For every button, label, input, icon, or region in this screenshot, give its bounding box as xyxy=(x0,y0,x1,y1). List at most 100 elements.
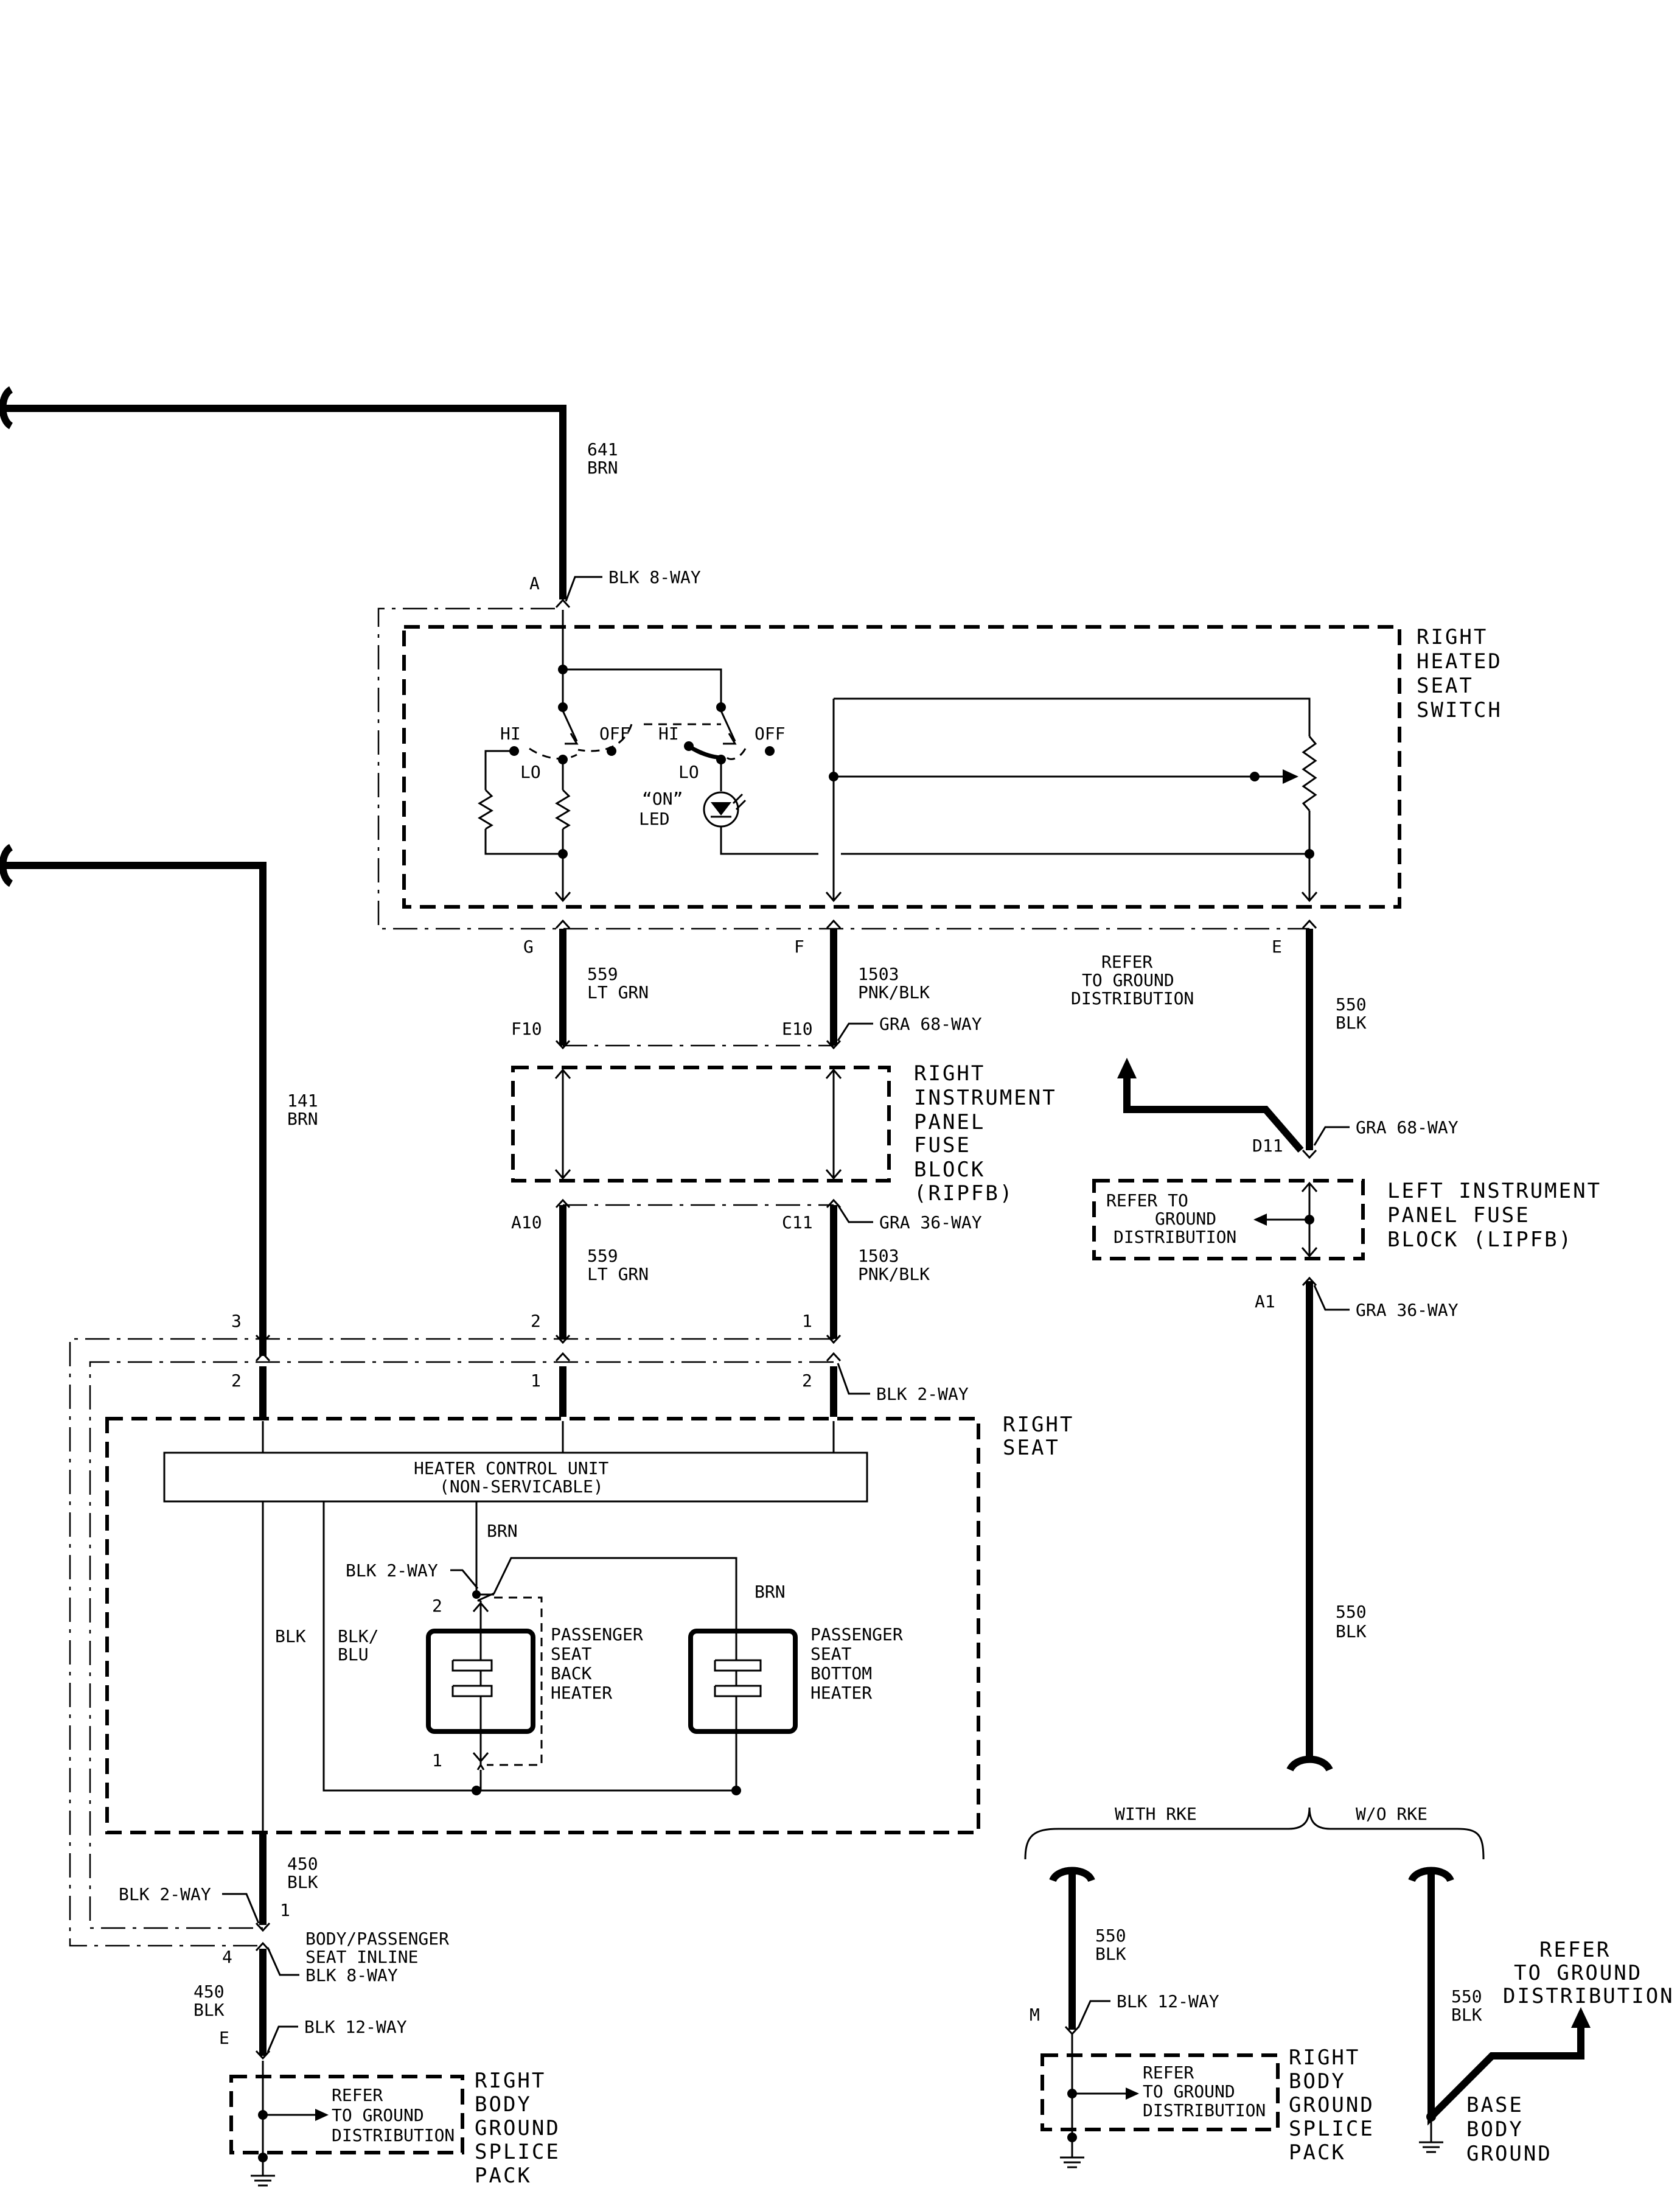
wire-with-rke-curl xyxy=(1049,1867,1095,1883)
outline-inline-8way xyxy=(69,1338,834,1947)
lipfb-internals xyxy=(1253,1181,1318,1258)
lipfb-name-1: LEFT INSTRUMENT xyxy=(1387,1179,1602,1203)
pin-f10: F10 xyxy=(511,1019,542,1039)
lipfb-name-2: PANEL FUSE xyxy=(1387,1203,1530,1228)
wire-550-worke-number: 550 xyxy=(1451,1986,1482,2007)
hcu-note: (NON-SERVICABLE) xyxy=(439,1476,604,1497)
refer-br-arrow xyxy=(1571,2007,1591,2028)
pin-m: M xyxy=(1030,2005,1040,2025)
wire-refer-top xyxy=(1123,1077,1304,1153)
rbg-name-5: PACK xyxy=(475,2164,532,2188)
base-ground-3: GROUND xyxy=(1466,2142,1552,2166)
leader-gra-36way-a xyxy=(837,1204,873,1223)
pin-2-d: 2 xyxy=(432,1596,442,1616)
connector-gra-36way-a: GRA 36-WAY xyxy=(879,1212,982,1232)
inline-name-3: BLK 8-WAY xyxy=(305,1965,398,1985)
refer-br-2: TO GROUND xyxy=(1514,1961,1642,1985)
pin-1-b: 1 xyxy=(531,1371,541,1391)
wire-blk-blu-2: BLU xyxy=(338,1644,369,1665)
pin-2-c: 2 xyxy=(802,1371,812,1391)
switch-name-3: SEAT xyxy=(1417,674,1474,698)
connector-blk-2way-a: BLK 2-WAY xyxy=(876,1384,969,1404)
wire-141 xyxy=(0,844,267,1356)
wire-blk-blu-1: BLK/ xyxy=(338,1626,378,1646)
rbg-refer-3: DISTRIBUTION xyxy=(332,2125,455,2145)
wire-141-color: BRN xyxy=(287,1109,318,1129)
wire-559-lower-color: LT GRN xyxy=(587,1264,649,1284)
switch-box xyxy=(402,625,1401,909)
refer-top-3: DISTRIBUTION xyxy=(1071,988,1194,1008)
seat-box xyxy=(105,1417,980,1834)
bottom-heater-1: PASSENGER xyxy=(810,1624,903,1644)
outline-8way-top xyxy=(377,607,1309,930)
rbg2-name-5: PACK xyxy=(1289,2140,1346,2165)
ripfb-name-6: (RIPFB) xyxy=(914,1181,1014,1206)
rbg2-name-2: BODY xyxy=(1289,2069,1346,2094)
lipfb-refer-2: GROUND xyxy=(1155,1209,1216,1229)
label-with-rke: WITH RKE xyxy=(1115,1804,1197,1824)
rbg2-refer-2: TO GROUND xyxy=(1143,2081,1235,2101)
pin-c11: C11 xyxy=(782,1212,813,1232)
switch-name-4: SWITCH xyxy=(1417,698,1502,722)
wire-550-lower-color: BLK xyxy=(1336,1621,1367,1641)
switch-name-2: HEATED xyxy=(1417,649,1502,674)
wire-550-upper-number: 550 xyxy=(1336,994,1367,1015)
wire-brn-top: BRN xyxy=(487,1521,518,1541)
wire-550-wo-rke xyxy=(1427,1873,1584,2126)
wire-550-upper-color: BLK xyxy=(1336,1013,1367,1033)
wire-550-lower-number: 550 xyxy=(1336,1602,1367,1622)
pin-a: A xyxy=(529,573,540,593)
bottom-heater-4: HEATER xyxy=(810,1683,872,1703)
rbg-refer-2: TO GROUND xyxy=(332,2105,424,2125)
rbg2-name-1: RIGHT xyxy=(1289,2046,1360,2070)
wire-550-rke-color: BLK xyxy=(1095,1944,1126,1964)
rbg2-name-4: SPLICE xyxy=(1289,2117,1375,2141)
leader-blk-2way-a xyxy=(837,1363,870,1395)
wire-559-lower-number: 559 xyxy=(587,1246,618,1266)
leader-gra-36way-b xyxy=(1313,1285,1350,1311)
pin-a10: A10 xyxy=(511,1212,542,1232)
seat-internals xyxy=(163,1421,868,1831)
leader-blk-2way-c xyxy=(222,1893,260,1924)
base-ground xyxy=(1419,2112,1443,2153)
rbg2-box xyxy=(1040,2053,1280,2131)
label-off-1: OFF xyxy=(599,724,630,744)
hcu-name: HEATER CONTROL UNIT xyxy=(414,1458,608,1478)
bottom-heater-2: SEAT xyxy=(810,1644,852,1664)
lipfb-refer-1: REFER TO xyxy=(1106,1190,1188,1211)
connector-blk-8way-top: BLK 8-WAY xyxy=(608,567,701,587)
label-on-led-1: “ON” xyxy=(642,789,683,809)
leader-blk-2way-b xyxy=(450,1569,479,1589)
ripfb-box xyxy=(511,1066,891,1183)
lipfb-refer-3: DISTRIBUTION xyxy=(1114,1227,1236,1247)
wire-141-number: 141 xyxy=(287,1091,318,1111)
right-seat-1: RIGHT xyxy=(1003,1413,1074,1437)
wire-559-upper-number: 559 xyxy=(587,964,618,984)
label-hi-2: HI xyxy=(658,724,679,744)
wire-blk: BLK xyxy=(275,1626,306,1646)
label-hi-1: HI xyxy=(500,724,521,744)
pin-4: 4 xyxy=(222,1947,232,1967)
right-seat-2: SEAT xyxy=(1003,1436,1060,1460)
rbg2-refer-1: REFER xyxy=(1143,2063,1194,2083)
rbg2-internals xyxy=(1060,2034,1139,2168)
wire-450-lower-color: BLK xyxy=(193,2000,225,2020)
ripfb-name-5: BLOCK xyxy=(914,1158,985,1182)
wire-450-lower-number: 450 xyxy=(193,1982,225,2002)
refer-br-3: DISTRIBUTION xyxy=(1503,1984,1675,2008)
pin-2-a: 2 xyxy=(531,1311,541,1331)
wire-450-upper-number: 450 xyxy=(287,1854,318,1874)
lipfb-name-3: BLOCK (LIPFB) xyxy=(1387,1228,1573,1252)
refer-top-arrow xyxy=(1117,1058,1137,1078)
rbg-name-3: GROUND xyxy=(475,2116,560,2140)
ripfb-name-2: INSTRUMENT xyxy=(914,1086,1057,1110)
leader-blk-12way-b xyxy=(1077,2000,1110,2028)
ripfb-name-1: RIGHT xyxy=(914,1061,985,1086)
wire-641-number: 641 xyxy=(587,439,618,459)
rbg-name-2: BODY xyxy=(475,2092,532,2117)
wire-brn-right: BRN xyxy=(755,1582,786,1602)
pin-a1: A1 xyxy=(1255,1291,1275,1312)
pin-d11: D11 xyxy=(1252,1136,1283,1156)
wire-1503-lower-color: PNK/BLK xyxy=(858,1264,930,1284)
leader-gra-68way-a xyxy=(837,1022,873,1041)
